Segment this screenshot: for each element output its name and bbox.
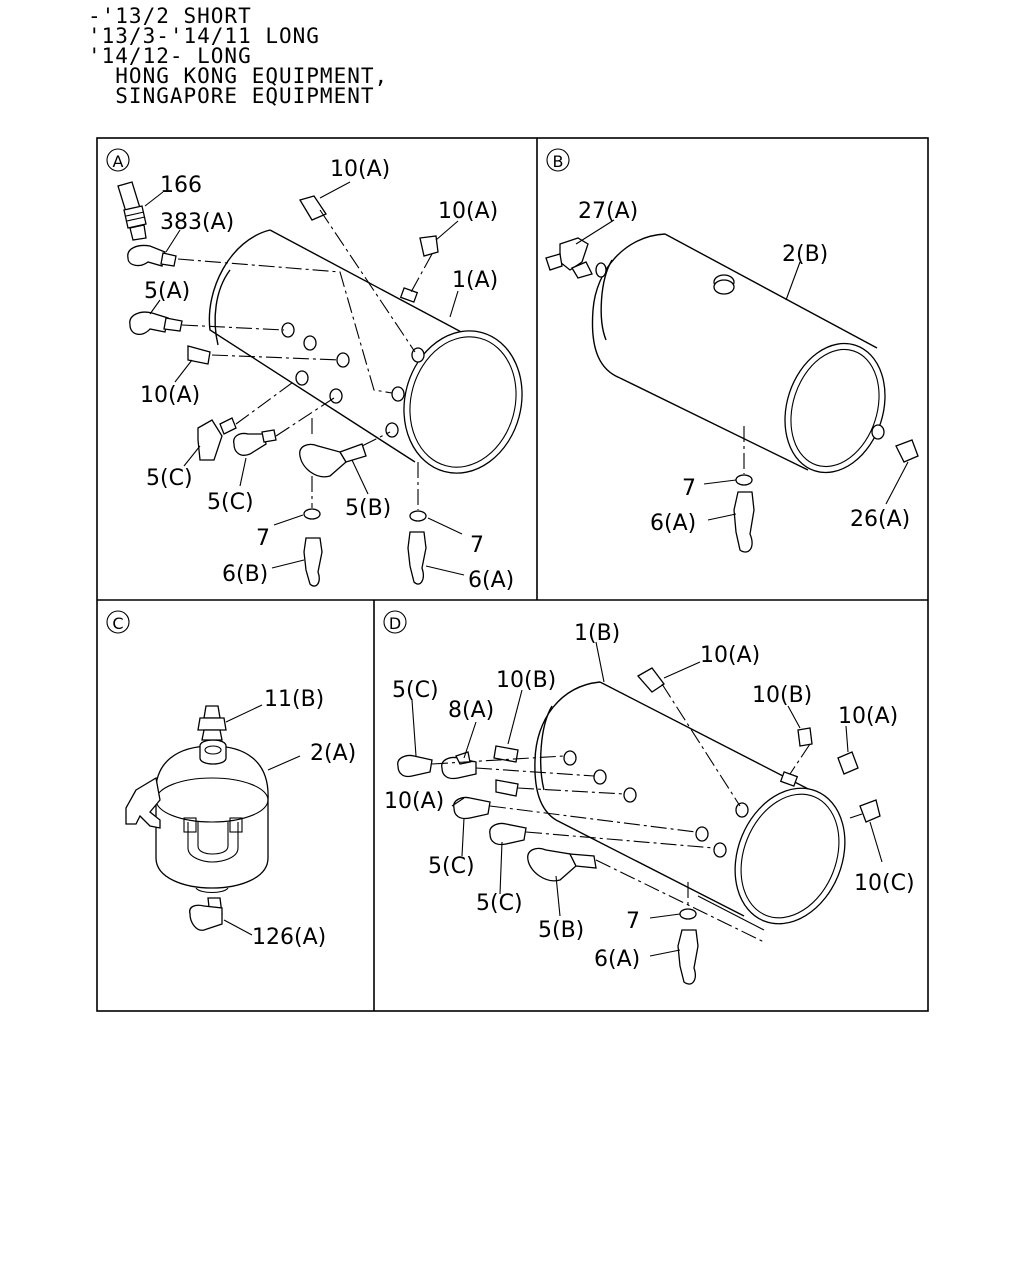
panel-c-marker: C [112, 614, 123, 633]
leader-lines-d [411, 641, 883, 957]
drain-parts-d [677, 908, 699, 985]
label-10a-right: 10(A) [438, 199, 498, 224]
panel-b: B [545, 148, 919, 553]
label-11b: 11(B) [264, 687, 324, 712]
label-10c: 10(C) [854, 871, 915, 896]
panel-b-marker: B [553, 152, 564, 171]
label-27a: 27(A) [578, 199, 638, 224]
label-1b: 1(B) [574, 621, 620, 646]
label-10b-left: 10(B) [496, 668, 556, 693]
header-line-5: SINGAPORE EQUIPMENT [88, 84, 375, 108]
panel-d-marker-circle [383, 610, 407, 634]
header-line-2: '13/3-'14/11 LONG [88, 24, 320, 48]
panel-c-marker-circle [106, 610, 130, 634]
label-5c-mid: 5(C) [207, 490, 254, 515]
tank-2a-canister [125, 739, 269, 894]
panel-a-marker: A [113, 152, 124, 171]
tank-ports-a [281, 322, 425, 438]
tank-1a [208, 229, 523, 474]
header-line-1: -'13/2 SHORT [88, 4, 252, 28]
label-383a: 383(A) [160, 210, 234, 235]
panel-c: C 11(B) 2(A) 126(A) [106, 610, 356, 950]
label-6a: 6(A) [650, 511, 696, 536]
panel-d-marker: D [389, 614, 401, 633]
label-5c-left: 5(C) [146, 466, 193, 491]
label-126a: 126(A) [252, 925, 326, 950]
header-line-4: HONG KONG EQUIPMENT, [88, 64, 389, 88]
diagram-frame [96, 137, 929, 1012]
part-8a-fitting [441, 751, 477, 780]
panel-d: D [383, 610, 915, 985]
leader-lines-c [223, 704, 301, 936]
part-11b-fitting [197, 705, 227, 741]
tank-2b [591, 233, 886, 474]
label-5b: 5(B) [538, 918, 584, 943]
part-5a-elbow [129, 311, 183, 335]
part-10a-plugs [187, 195, 439, 365]
routing-lines-a [177, 209, 433, 510]
label-10a-left: 10(A) [140, 383, 200, 408]
label-2b: 2(B) [782, 242, 828, 267]
label-7-right: 7 [470, 533, 484, 558]
label-7: 7 [682, 476, 696, 501]
label-10b-right: 10(B) [752, 683, 812, 708]
drain-parts-b [733, 474, 755, 553]
label-7-left: 7 [256, 526, 270, 551]
label-26a: 26(A) [850, 507, 910, 532]
leader-lines-a [144, 181, 465, 576]
label-5b: 5(B) [345, 496, 391, 521]
part-126a-elbow [189, 897, 223, 931]
routing-lines-d [431, 683, 811, 943]
header-line-3: '14/12- LONG [88, 44, 252, 68]
panel-a-marker-circle [106, 148, 130, 172]
label-1a: 1(A) [452, 268, 498, 293]
label-10a-top: 10(A) [700, 643, 760, 668]
label-6b: 6(B) [222, 562, 268, 587]
part-10c-bolt [849, 799, 881, 823]
label-8a: 8(A) [448, 698, 494, 723]
part-5c-fittings-d [397, 754, 527, 846]
part-5b-tee [299, 443, 367, 478]
part-166-sensor [117, 181, 147, 241]
part-26a-plug [895, 439, 919, 463]
part-10a-plugs-d [495, 667, 859, 797]
label-166: 166 [160, 173, 202, 198]
panel-a: A [106, 148, 523, 593]
tank-1b [534, 681, 846, 925]
label-7: 7 [626, 909, 640, 934]
part-10b-plugs-d [493, 727, 813, 763]
leader-lines-b [575, 219, 909, 521]
label-5c-top: 5(C) [392, 678, 439, 703]
label-5a: 5(A) [144, 279, 190, 304]
tank-ports-d [563, 750, 749, 858]
part-5b-tee-d [527, 847, 597, 882]
label-10a-left: 10(A) [384, 789, 444, 814]
label-10a-right: 10(A) [838, 704, 898, 729]
label-5c-low: 5(C) [476, 891, 523, 916]
label-10a-top: 10(A) [330, 157, 390, 182]
label-2a: 2(A) [310, 741, 356, 766]
equipment-header: -'13/2 SHORT'13/3-'14/11 LONG'14/12- LON… [88, 4, 389, 108]
label-5c-mid: 5(C) [428, 854, 475, 879]
part-383a-elbow [127, 244, 177, 267]
panel-b-marker-circle [546, 148, 570, 172]
part-5c-fittings [197, 417, 277, 461]
part-27a-fitting [545, 237, 593, 279]
drain-parts-a [303, 508, 427, 587]
label-6a: 6(A) [594, 947, 640, 972]
label-6a: 6(A) [468, 568, 514, 593]
